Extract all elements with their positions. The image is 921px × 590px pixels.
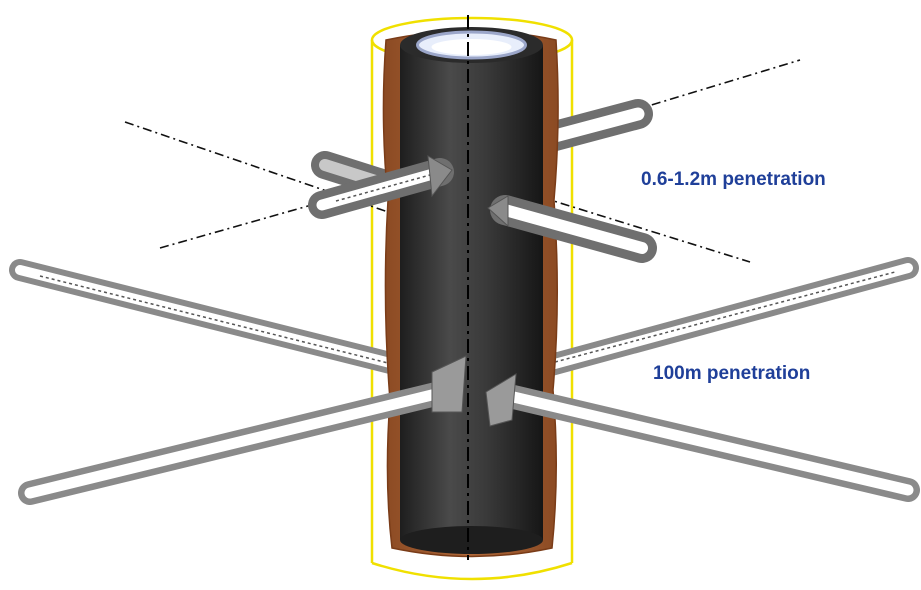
- short-tunnels-front: [308, 155, 657, 263]
- long-penetration-label: 100m penetration: [653, 363, 811, 384]
- short-tunnel-front-right: [487, 195, 657, 263]
- short-penetration-label: 0.6-1.2m penetration: [641, 169, 826, 190]
- perforation-tunnel-icon: [18, 355, 467, 505]
- long-tunnels-front: [18, 355, 920, 505]
- long-tunnel-lower-right: [485, 373, 920, 502]
- outer-casing-bottom: [371, 561, 573, 581]
- long-tunnel-upper-left: [9, 259, 421, 379]
- short-tunnel-front-left: [308, 155, 454, 219]
- casing-pipe-icon: [400, 27, 543, 554]
- long-tunnels-back: [9, 257, 919, 379]
- long-tunnel-upper-right: [529, 257, 919, 379]
